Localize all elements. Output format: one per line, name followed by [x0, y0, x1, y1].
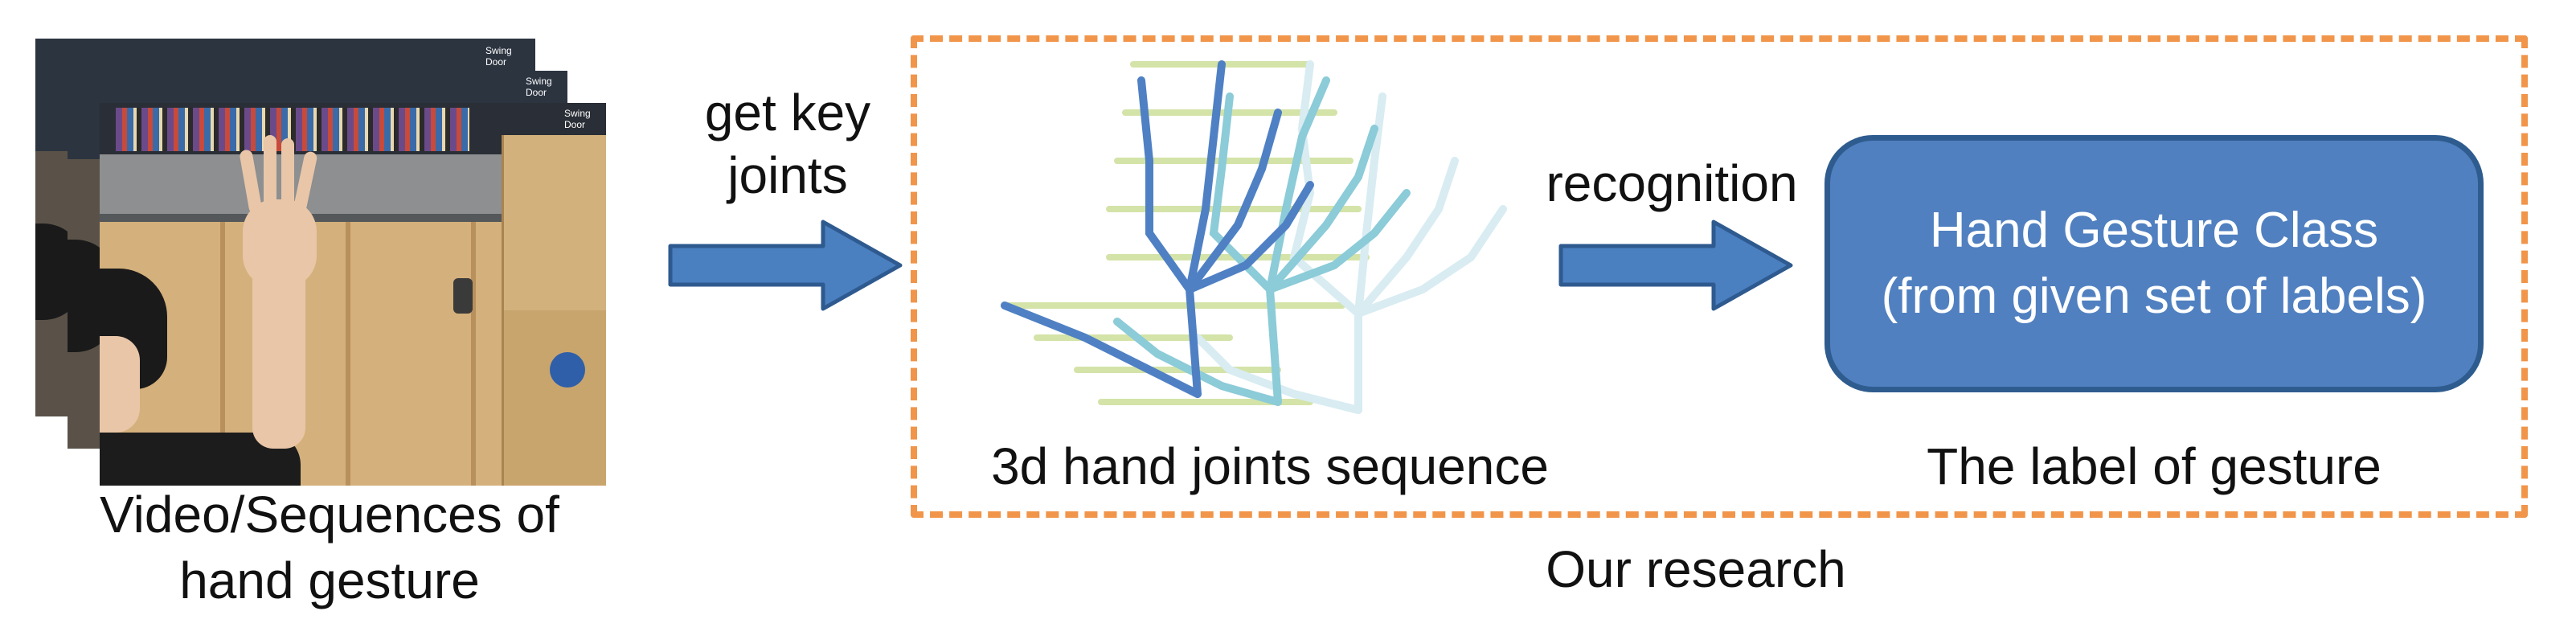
arrow-recognition: [1558, 219, 1793, 311]
class-box-line1: Hand Gesture Class: [1929, 203, 2379, 259]
raised-arm: [252, 256, 305, 449]
joints-caption: 3d hand joints sequence: [991, 437, 1549, 495]
hand-skeleton-sequence: [1001, 60, 1507, 414]
skeleton-frame-mid: [1113, 76, 1411, 406]
input-caption-line2: hand gesture: [179, 552, 480, 609]
arrow2-label: recognition: [1546, 154, 1798, 212]
arrow1-label-line2: joints: [727, 146, 848, 204]
label-caption: The label of gesture: [1927, 437, 2381, 495]
our-research-region: [911, 35, 2528, 518]
skeleton-frame-light: [1194, 60, 1507, 414]
raised-hand: [243, 199, 317, 288]
frame-sign-text: Swing Door: [485, 45, 512, 68]
class-box-line2: (from given set of labels): [1881, 269, 2427, 324]
input-caption-line1: Video/Sequences of: [100, 486, 559, 544]
video-frame-1: Swing Door: [100, 103, 606, 486]
arrow1-label-line1: get key: [704, 84, 871, 142]
frame-sign-text: Swing Door: [564, 108, 591, 130]
frame-sign-text: Swing Door: [526, 76, 552, 98]
region-caption: Our research: [1546, 540, 1846, 598]
hand-gesture-class-box: Hand Gesture Class (from given set of la…: [1824, 135, 2484, 392]
skeleton-frame-dark: [1001, 60, 1314, 398]
arrow-get-key-joints: [668, 219, 903, 311]
